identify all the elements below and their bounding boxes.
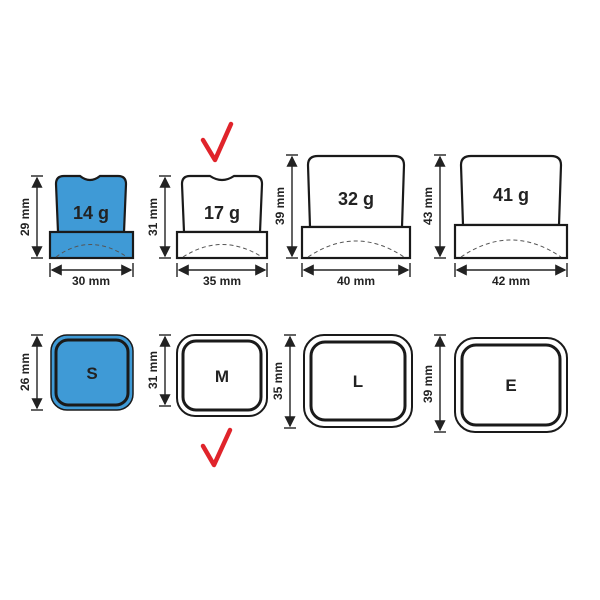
height-label: 35 mm: [271, 362, 285, 400]
size-letter: M: [215, 367, 229, 386]
side-cube-small: 14 g 29 mm 30 mm: [18, 174, 135, 288]
height-label: 29 mm: [18, 198, 32, 236]
width-label: 35 mm: [203, 274, 241, 288]
height-label: 31 mm: [146, 198, 160, 236]
top-cube-extra: E 39 mm: [421, 334, 568, 433]
cube-weight: 17 g: [204, 203, 240, 223]
top-cube-small: S 26 mm: [18, 334, 134, 411]
side-cube-medium: 17 g 31 mm 35 mm: [146, 174, 269, 288]
height-label: 39 mm: [421, 365, 435, 403]
size-letter: S: [86, 364, 97, 383]
height-label: 39 mm: [273, 187, 287, 225]
cube-weight: 32 g: [338, 189, 374, 209]
side-cube-large: 32 g 39 mm 40 mm: [273, 154, 412, 288]
width-label: 40 mm: [337, 274, 375, 288]
cube-weight: 41 g: [493, 185, 529, 205]
side-cube-extra: 41 g 43 mm 42 mm: [421, 154, 569, 288]
check-icon: [200, 427, 233, 468]
size-letter: E: [505, 376, 516, 395]
top-cube-medium: M 31 mm: [146, 334, 268, 417]
height-label: 26 mm: [18, 353, 32, 391]
top-cube-large: L 35 mm: [271, 334, 413, 429]
width-label: 30 mm: [72, 274, 110, 288]
check-icon: [200, 121, 234, 163]
height-label: 31 mm: [146, 351, 160, 389]
cube-weight: 14 g: [73, 203, 109, 223]
width-label: 42 mm: [492, 274, 530, 288]
height-label: 43 mm: [421, 187, 435, 225]
size-letter: L: [353, 372, 363, 391]
